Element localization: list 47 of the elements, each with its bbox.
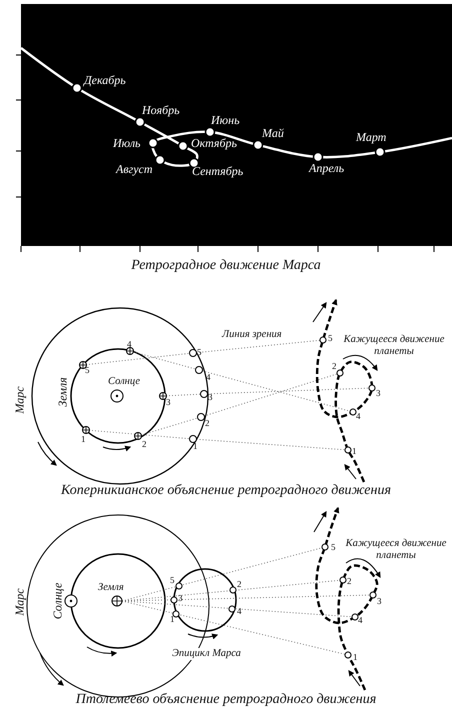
- position-number: 1: [353, 653, 358, 663]
- month-label: Август: [116, 163, 153, 176]
- figure-caption: Птолемеево объяснение ретроградного движения: [76, 692, 376, 708]
- position-number: 2: [332, 362, 336, 372]
- text-label: Линия зрения: [222, 329, 282, 341]
- figure-caption: Ретроградное движение Марса: [131, 258, 321, 274]
- position-number: 4: [356, 412, 360, 422]
- position-number: 2: [347, 577, 352, 587]
- position-number: 4: [206, 373, 210, 383]
- position-number: 3: [376, 389, 380, 399]
- position-number: 4: [127, 340, 132, 350]
- month-label: Декабрь: [84, 74, 126, 88]
- month-label: Март: [356, 131, 386, 144]
- month-label: Апрель: [309, 162, 344, 176]
- position-number: 3: [377, 597, 382, 607]
- position-number: 5: [328, 334, 332, 344]
- position-number: 4: [237, 607, 242, 617]
- month-label: Ноябрь: [142, 104, 180, 118]
- position-number: 1: [81, 435, 86, 445]
- position-number: 1: [170, 615, 174, 625]
- text-label: Солнце: [108, 376, 140, 388]
- month-label: Июль: [113, 137, 141, 150]
- text-label: Кажущееся движение планеты: [342, 334, 446, 358]
- position-number: 2: [142, 440, 146, 450]
- position-number: 2: [205, 419, 210, 429]
- position-number: 5: [170, 576, 174, 586]
- month-label: Июнь: [211, 114, 240, 128]
- position-number: 1: [193, 442, 198, 452]
- position-number: 1: [352, 447, 356, 457]
- position-number: 5: [197, 348, 202, 358]
- position-number: 3: [208, 393, 212, 403]
- position-number: 5: [85, 366, 90, 376]
- orbit-label: Марс: [13, 386, 27, 414]
- orbit-label: Марс: [13, 588, 27, 616]
- month-label: Май: [262, 127, 284, 140]
- text-label: Кажущееся движение планеты: [344, 538, 448, 562]
- position-number: 4: [358, 616, 362, 626]
- orbit-label: Солнце: [51, 582, 65, 620]
- position-number: 3: [166, 398, 170, 408]
- month-label: Октябрь: [191, 137, 238, 150]
- text-label: Эпицикл Марса: [172, 648, 241, 660]
- orbit-label: Земля: [56, 377, 70, 407]
- figure-caption: Коперникианское объяснение ретроградного движения: [61, 483, 391, 498]
- month-label: Сентябрь: [192, 165, 244, 178]
- position-number: 5: [331, 543, 336, 553]
- position-number: 3: [178, 594, 182, 604]
- position-number: 2: [237, 580, 242, 590]
